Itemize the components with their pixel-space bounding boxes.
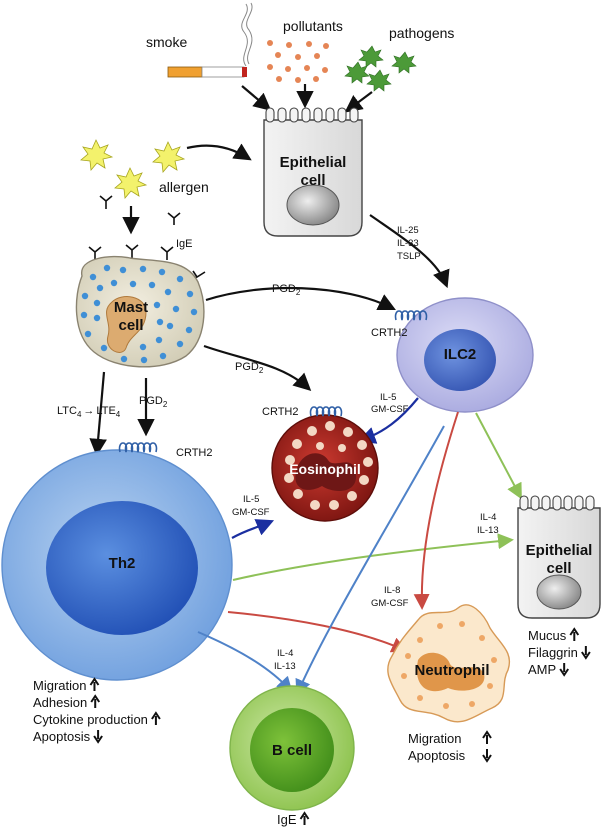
mediator-gmcsf-ilc2: GM-CSF: [371, 404, 409, 415]
th2-cell: Th2: [1, 442, 233, 681]
outcome-label: IgE: [277, 812, 297, 827]
mast-label-1: Mast: [114, 299, 148, 316]
mediator-tslp: TSLP: [397, 251, 421, 262]
arrow-ilc2-neutrophil: [413, 411, 459, 610]
th2-label: Th2: [109, 555, 136, 572]
label-allergen: allergen: [159, 179, 209, 195]
outcome-label: Migration: [33, 678, 86, 693]
mediator-il13-epi: IL-13: [477, 525, 499, 536]
arrow-up-icon: [569, 627, 580, 641]
outcome-label: Migration: [408, 731, 461, 746]
mediator-il33: IL-33: [397, 238, 419, 249]
label-pollutants: pollutants: [283, 18, 343, 34]
label-crth2-eos: CRTH2: [262, 406, 298, 418]
outcome-label: AMP: [528, 662, 556, 677]
arrow-smoke-epithelial: [241, 85, 272, 111]
arrow-th2-neutrophil: [227, 611, 408, 653]
crth2-receptor-eosinophil: [309, 406, 343, 417]
mast-label-2: cell: [118, 317, 143, 334]
mediator-il4-b: IL-4: [277, 648, 293, 659]
ige-antibody-icons: [88, 195, 206, 281]
allergen-icon: [80, 139, 186, 199]
epithelial-right-label-2: cell: [546, 560, 571, 577]
bcell-label: B cell: [272, 742, 312, 759]
mediator-il5-ilc2: IL-5: [380, 392, 396, 403]
epithelial-cell-top: Epithelial cell: [263, 107, 363, 237]
arrow-down-icon: [482, 749, 492, 763]
outcome-label: Apoptosis: [408, 748, 466, 763]
eosinophil-cell: Eosinophil: [271, 406, 379, 522]
epithelial-top-label-1: Epithelial: [280, 154, 347, 171]
eosinophil-label: Eosinophil: [289, 461, 361, 477]
arrow-epithelial-ilc2: [369, 214, 450, 289]
mediator-ltc4-lte4: LTC4→LTE4: [57, 405, 121, 419]
neutrophil-label: Neutrophil: [415, 662, 490, 679]
outcome-label: Cytokine production: [33, 712, 148, 727]
mediator-il5-th2: IL-5: [243, 494, 259, 505]
mediator-il13-b: IL-13: [274, 661, 296, 672]
arrow-mast-ilc2: [205, 286, 396, 310]
arrow-down-icon: [559, 663, 570, 677]
ilc2-cell: ILC2: [394, 297, 534, 413]
mediator-pgd2-ilc2: PGD2: [272, 283, 301, 297]
label-ige: IgE: [176, 238, 193, 250]
arrow-mast-eosinophil: [203, 344, 312, 391]
label-crth2-th2: CRTH2: [176, 447, 212, 459]
arrow-up-icon: [89, 677, 100, 691]
mast-cell: Mast cell: [75, 255, 205, 368]
arrow-pathogens-epithelial: [344, 91, 373, 113]
crth2-receptor-ilc2: [394, 310, 428, 321]
arrow-up-icon: [151, 711, 161, 725]
bcell-cell: B cell: [229, 685, 355, 811]
mediator-pgd2-eos: PGD2: [235, 361, 264, 375]
arrow-th2-bcell: [197, 631, 293, 693]
outcome-label: Filaggrin: [528, 645, 578, 660]
arrow-down-icon: [93, 730, 103, 744]
arrow-down-icon: [581, 646, 591, 660]
bcell-outcomes: IgE: [277, 811, 310, 827]
mediator-gmcsf-neu: GM-CSF: [371, 598, 409, 609]
outcome-label: Adhesion: [33, 695, 87, 710]
arrow-ilc2-bcell: [295, 425, 445, 696]
arrow-th2-eosinophil: [231, 519, 275, 539]
arrow-th2-epithelial: [232, 533, 514, 581]
mediator-il25: IL-25: [397, 225, 419, 236]
arrow-up-icon: [299, 811, 310, 825]
pollutants-icon: [267, 40, 329, 83]
arrow-mast-th2-ltc4: [89, 371, 107, 457]
epithelial-cell-right: Epithelial cell: [517, 495, 601, 619]
epithelial-top-label-2: cell: [300, 172, 325, 189]
label-smoke: smoke: [146, 34, 187, 50]
arrow-allergen-epithelial: [186, 143, 252, 161]
mediator-il8: IL-8: [384, 585, 400, 596]
ilc2-label: ILC2: [444, 346, 477, 363]
arrow-ilc2-epithelial: [475, 412, 522, 500]
label-crth2-ilc2: CRTH2: [371, 327, 407, 339]
label-pathogens: pathogens: [389, 25, 454, 41]
epithelial-right-label-1: Epithelial: [526, 542, 593, 559]
outcome-label: Apoptosis: [33, 729, 91, 744]
mediator-pgd2-th2: PGD2: [139, 395, 168, 409]
mediator-il4-epi: IL-4: [480, 512, 496, 523]
outcome-label: Mucus: [528, 628, 567, 643]
mediator-gmcsf-th2: GM-CSF: [232, 507, 270, 518]
cigarette-icon: [167, 2, 253, 78]
pathogens-icon: [344, 45, 417, 92]
crth2-receptor-th2: [118, 442, 158, 453]
neutrophil-cell: Neutrophil: [387, 604, 511, 723]
arrow-up-icon: [90, 694, 101, 708]
arrow-up-icon: [482, 730, 492, 744]
